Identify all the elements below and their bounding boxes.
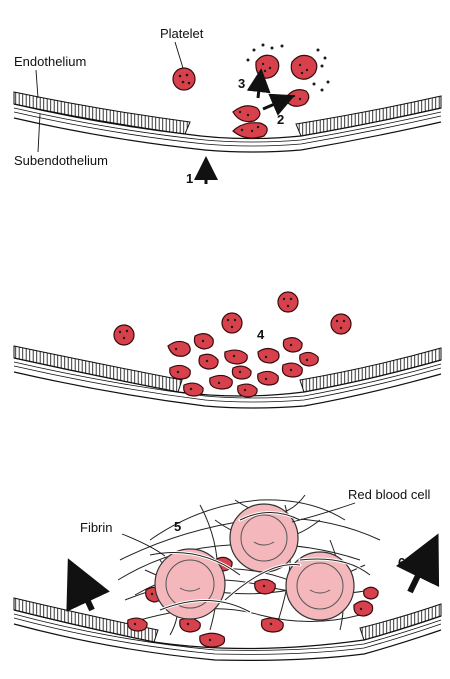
granule-release-dots xyxy=(246,43,330,92)
platelet-label: Platelet xyxy=(160,26,204,41)
arrow-step-3 xyxy=(246,68,271,99)
subendothelium-leader xyxy=(37,113,41,153)
fibrin-label: Fibrin xyxy=(80,520,113,535)
platelet-adhering xyxy=(232,89,310,139)
red-blood-cell-leader xyxy=(291,502,356,523)
arrow-step-6-left xyxy=(66,558,110,612)
red-blood-cell-right xyxy=(285,551,355,621)
endothelium-label: Endothelium xyxy=(14,54,86,69)
subendothelium-layer-2 xyxy=(13,357,442,409)
endothelium-leader xyxy=(35,69,39,99)
arrow-step-2 xyxy=(262,93,296,116)
subendothelium-layer xyxy=(13,103,442,153)
fibrin-front-strands xyxy=(148,511,372,614)
step-4-number: 4 xyxy=(257,327,265,342)
platelet-leader xyxy=(174,41,184,69)
red-blood-cell-label: Red blood cell xyxy=(348,487,430,502)
endothelium-layer xyxy=(13,91,442,137)
red-blood-cell-top xyxy=(229,503,299,573)
panel-3-fibrin-clot: Fibrin Red blood cell 5 6 xyxy=(13,487,442,661)
step-1-number: 1 xyxy=(186,171,193,186)
panel-2-platelet-aggregation: 4 xyxy=(13,291,442,409)
endothelium-layer-2 xyxy=(13,345,442,393)
subendothelium-layer-3 xyxy=(13,609,442,661)
subendothelium-label: Subendothelium xyxy=(14,153,108,168)
panel-1-vessel-injury: Platelet Endothelium Subendothelium xyxy=(13,26,442,186)
platelet-free xyxy=(172,67,196,91)
platelet-aggregate xyxy=(167,333,319,398)
arrow-step-6-right xyxy=(395,533,440,594)
step-3-number: 3 xyxy=(238,76,245,91)
fibrin-leader xyxy=(121,533,166,557)
step-2-number: 2 xyxy=(277,112,284,127)
step-5-number: 5 xyxy=(174,519,181,534)
step-6-number: 6 xyxy=(398,555,405,570)
platelet-free-2 xyxy=(113,291,352,346)
platelet-activated-releasing xyxy=(255,54,318,80)
